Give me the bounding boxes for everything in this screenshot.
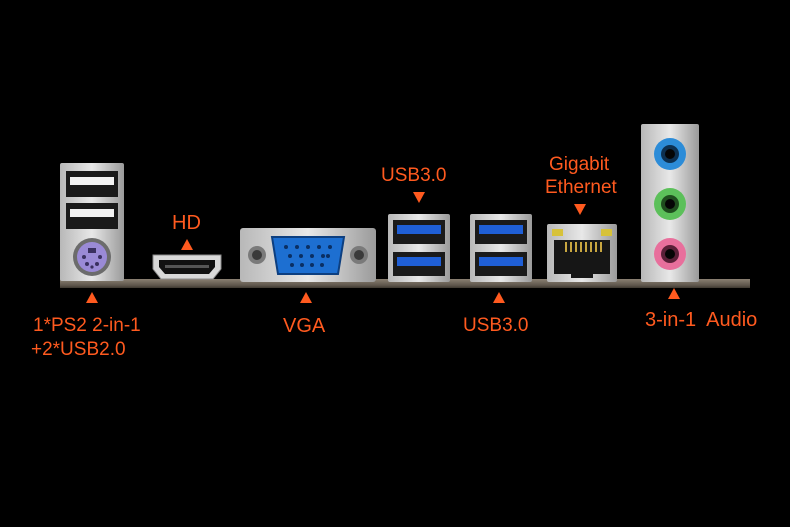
usb3-port-stack-right bbox=[470, 214, 532, 282]
ps2-usb2-label-line1: 1*PS2 2-in-1 bbox=[33, 315, 141, 336]
vga-port bbox=[240, 228, 376, 282]
gigabit-label-line1: Gigabit bbox=[549, 154, 610, 175]
ps2-usb2-label-line2: +2*USB2.0 bbox=[31, 339, 126, 360]
usb3-top-label: USB3.0 bbox=[381, 165, 447, 186]
arrow-up-icon bbox=[300, 292, 312, 303]
arrow-down-icon bbox=[413, 192, 425, 203]
audio-jack-stack bbox=[641, 124, 699, 282]
vga-label: VGA bbox=[283, 315, 326, 337]
arrow-up-icon bbox=[668, 288, 680, 299]
audio-label: 3-in-1 Audio bbox=[645, 309, 758, 331]
arrow-up-icon bbox=[86, 292, 98, 303]
arrow-down-icon bbox=[574, 204, 586, 215]
usb3-port-stack-left bbox=[388, 214, 450, 282]
ps2-usb2-port-stack bbox=[60, 163, 124, 281]
arrow-up-icon bbox=[493, 292, 505, 303]
motherboard-edge bbox=[60, 279, 750, 288]
ethernet-port bbox=[547, 224, 617, 282]
usb3-bottom-label: USB3.0 bbox=[463, 315, 529, 336]
gigabit-label-line2: Ethernet bbox=[545, 177, 617, 198]
hdmi-port bbox=[152, 254, 222, 280]
hd-label: HD bbox=[172, 212, 201, 234]
arrow-up-icon bbox=[181, 239, 193, 250]
